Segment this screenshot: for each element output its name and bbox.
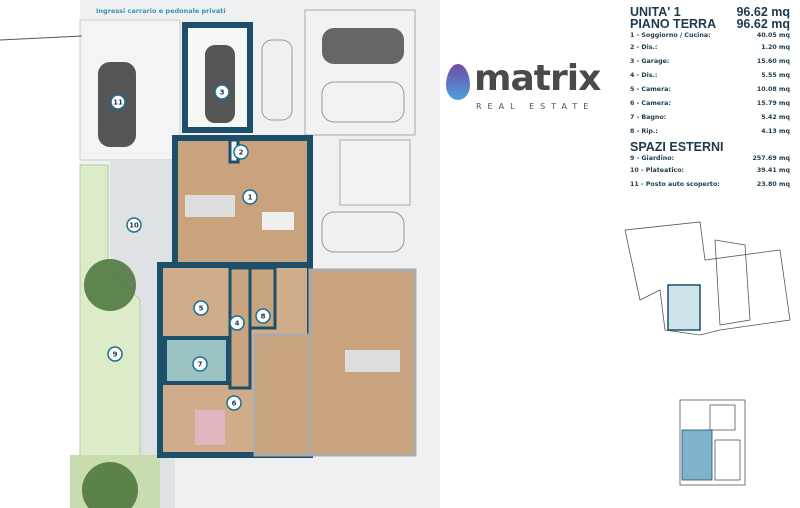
room-marker: 9 <box>107 346 123 362</box>
logo-sub: REAL ESTATE <box>476 102 595 111</box>
room-marker: 4 <box>229 315 245 331</box>
area-label: 5 - Camera: <box>630 86 671 93</box>
marker-number: 10 <box>129 222 139 230</box>
area-row: 9 - Giardino: 257.69 mq <box>630 153 790 165</box>
area-label: 10 - Plateatico: <box>630 167 685 174</box>
room-marker: 11 <box>110 94 126 110</box>
floor-header: PIANO TERRA 96.62 mq <box>630 17 790 31</box>
room-marker: 7 <box>192 356 208 372</box>
marker-number: 3 <box>220 89 225 97</box>
external-title: SPAZI ESTERNI <box>630 140 724 154</box>
unit-header: UNITA' 1 96.62 mq <box>630 5 790 19</box>
area-value: 5.42 mq <box>761 114 790 121</box>
room-marker: 8 <box>255 308 271 324</box>
marker-number: 6 <box>232 400 237 408</box>
area-value: 40.05 mq <box>756 32 790 39</box>
room-marker: 2 <box>233 144 249 160</box>
room-marker: 1 <box>242 189 258 205</box>
entrance-label: Ingressi carrario e pedonale privati <box>96 7 226 15</box>
floor-area: 96.62 mq <box>736 17 790 31</box>
car-icon <box>205 45 235 123</box>
logo-drop-icon <box>446 64 470 100</box>
area-value: 1.20 mq <box>761 44 790 51</box>
logo-watermark: matrix REAL ESTATE <box>446 60 624 116</box>
marker-number: 2 <box>239 149 244 157</box>
area-label: 8 - Rip.: <box>630 128 658 135</box>
area-label: 7 - Bagno: <box>630 114 667 121</box>
area-row: 3 - Garage: 15.60 mq <box>630 56 790 70</box>
marker-number: 4 <box>235 320 240 328</box>
room-marker: 6 <box>226 395 242 411</box>
car-icon <box>261 39 293 121</box>
floor-title: PIANO TERRA <box>630 17 717 31</box>
car-icon <box>321 211 405 253</box>
area-row: 7 - Bagno: 5.42 mq <box>630 112 790 126</box>
logo-word: matrix <box>474 58 601 99</box>
car-icon <box>321 81 405 123</box>
neighbor-room <box>253 333 312 457</box>
table <box>262 212 294 230</box>
area-row: 5 - Camera: 10.08 mq <box>630 84 790 98</box>
location-map-top <box>624 221 791 336</box>
sofa <box>185 195 235 217</box>
marker-number: 5 <box>199 305 204 313</box>
area-value: 15.60 mq <box>756 58 790 65</box>
area-label: 9 - Giardino: <box>630 155 675 162</box>
area-label: 6 - Camera: <box>630 100 671 107</box>
boundary-line <box>0 35 83 41</box>
area-value: 5.55 mq <box>761 72 790 79</box>
unit-area: 96.62 mq <box>736 5 790 19</box>
area-row: 8 - Rip.: 4.13 mq <box>630 126 790 140</box>
location-map-bottom <box>679 399 746 486</box>
marker-number: 1 <box>248 194 253 202</box>
stairs <box>339 139 411 206</box>
area-label: 4 - Dis.: <box>630 72 658 79</box>
tree <box>84 259 136 311</box>
room-marker: 3 <box>214 84 230 100</box>
room-marker: 10 <box>126 217 142 233</box>
area-value: 23.80 mq <box>756 181 790 188</box>
area-label: 1 - Soggiorno / Cucina: <box>630 32 711 39</box>
area-value: 4.13 mq <box>761 128 790 135</box>
bed <box>195 410 225 445</box>
area-label: 11 - Posto auto scoperto: <box>630 181 720 188</box>
marker-number: 9 <box>113 351 118 359</box>
marker-number: 7 <box>198 361 203 369</box>
area-value: 257.69 mq <box>752 155 790 162</box>
area-row: 2 - Dis.: 1.20 mq <box>630 42 790 56</box>
area-value: 10.08 mq <box>756 86 790 93</box>
marker-number: 11 <box>113 99 123 107</box>
area-row: 6 - Camera: 15.79 mq <box>630 98 790 112</box>
area-value: 15.79 mq <box>756 100 790 107</box>
car-icon <box>322 28 404 64</box>
unit-title: UNITA' 1 <box>630 5 681 19</box>
room-marker: 5 <box>193 300 209 316</box>
sofa <box>345 350 400 372</box>
area-row: 4 - Dis.: 5.55 mq <box>630 70 790 84</box>
area-value: 39.41 mq <box>756 167 790 174</box>
area-row: 1 - Soggiorno / Cucina: 40.05 mq <box>630 30 790 42</box>
area-label: 3 - Garage: <box>630 58 670 65</box>
area-row: 11 - Posto auto scoperto: 23.80 mq <box>630 179 790 193</box>
marker-number: 8 <box>261 313 266 321</box>
area-legend: UNITA' 1 96.62 mq PIANO TERRA 96.62 mq 1 -… <box>630 6 790 193</box>
area-label: 2 - Dis.: <box>630 44 658 51</box>
tree <box>82 462 138 508</box>
area-row: 10 - Plateatico: 39.41 mq <box>630 165 790 179</box>
